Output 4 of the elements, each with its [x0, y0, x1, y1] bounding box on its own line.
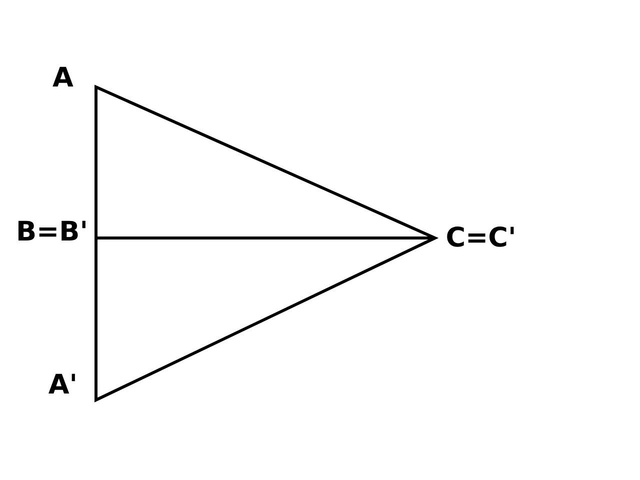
vertex-label: A': [48, 372, 78, 398]
vertex-label: A: [52, 64, 74, 92]
vertex-label: C=C': [446, 224, 516, 252]
vertex-label: B=B': [16, 218, 88, 246]
